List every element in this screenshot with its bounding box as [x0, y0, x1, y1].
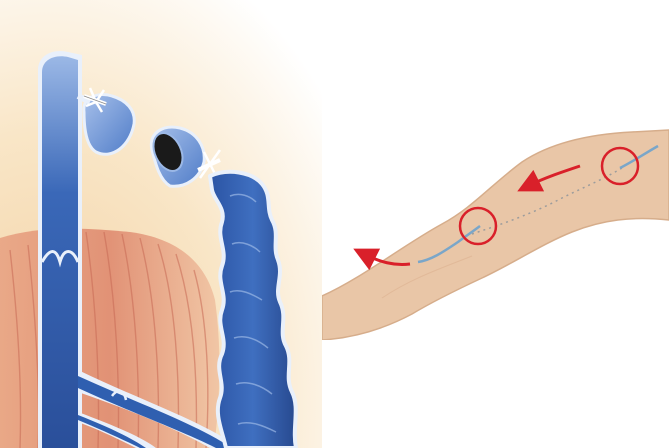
- vein-illustration: [0, 0, 322, 448]
- leg-illustration-panel: [322, 128, 669, 340]
- muscle-tissue: [0, 229, 219, 448]
- vein-illustration-panel: [0, 0, 322, 448]
- leg-illustration: [322, 128, 669, 340]
- deep-vein: [38, 51, 82, 448]
- leg-silhouette: [322, 130, 669, 340]
